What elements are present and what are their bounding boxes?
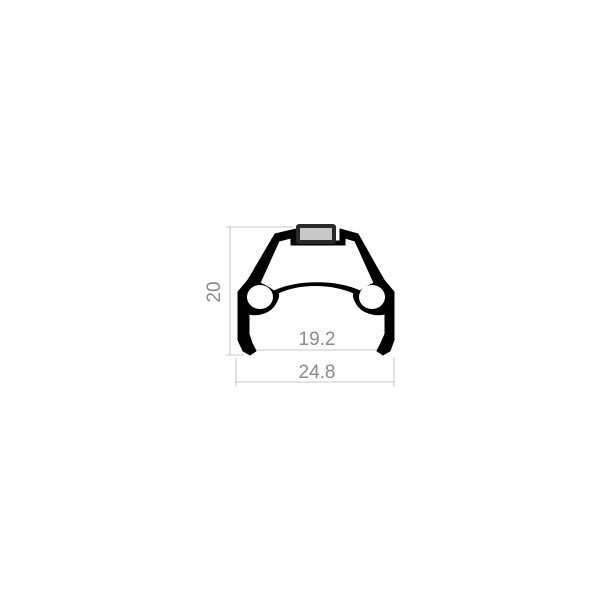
right-chamber (359, 285, 385, 309)
left-chamber (247, 285, 273, 309)
height-label: 20 (204, 281, 225, 302)
inner-width-dimension: 19.2 (256, 329, 377, 351)
height-dimension: 20 (204, 226, 294, 356)
outer-width-label: 24.8 (299, 362, 336, 383)
nipple-bed-insert (300, 228, 332, 240)
outer-width-dimension: 24.8 (235, 358, 395, 386)
inner-width-label: 19.2 (299, 329, 336, 350)
rim-cross-section (237, 224, 395, 356)
